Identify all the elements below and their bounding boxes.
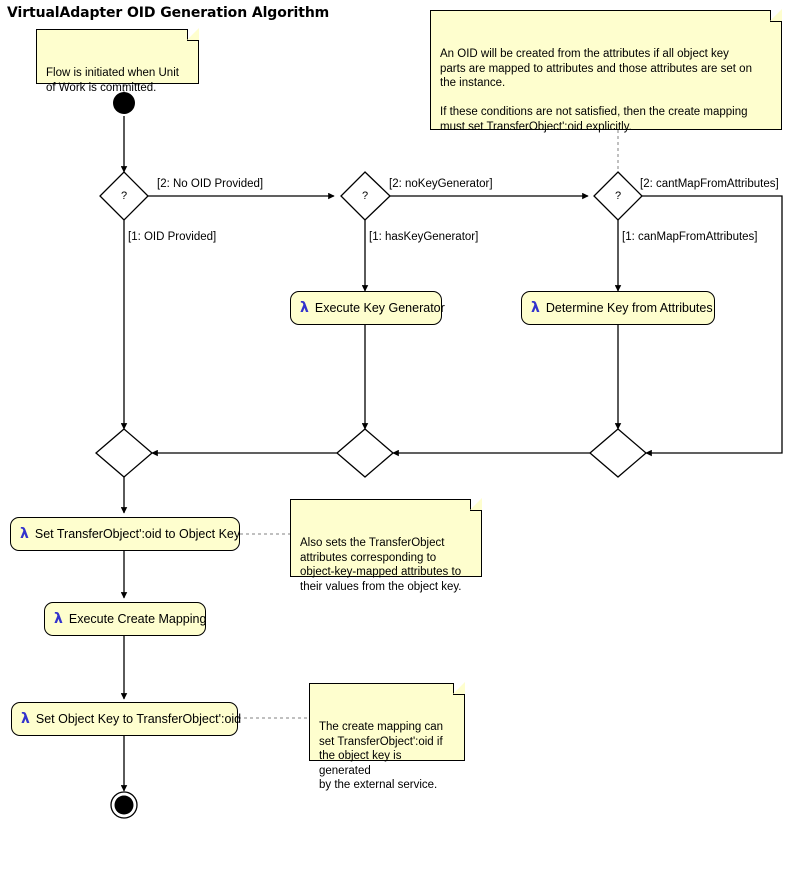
lambda-icon: λ	[20, 526, 29, 542]
edge-label-d2-true: [1: hasKeyGenerator]	[369, 231, 479, 243]
decision-d3	[593, 171, 643, 221]
decision-d1-label: ?	[121, 190, 128, 202]
lambda-icon: λ	[54, 611, 63, 627]
note-fold-icon	[770, 9, 782, 22]
activity-set-transferobject-oid-to-object-key[interactable]: λ Set TransferObject':oid to Object Key	[10, 517, 240, 551]
merge-m3	[589, 428, 647, 478]
lambda-icon: λ	[531, 300, 540, 316]
note-start-flow: Flow is initiated when Unit of Work is c…	[36, 28, 199, 94]
edge-label-d1-false: [2: No OID Provided]	[157, 178, 264, 190]
activity-execute-create-mapping[interactable]: λ Execute Create Mapping	[44, 602, 206, 636]
note-fold-icon	[470, 498, 482, 511]
note-create-mapping-can-set-oid: The create mapping can set TransferObjec…	[309, 682, 465, 791]
note-text: Also sets the TransferObject attributes …	[300, 537, 462, 593]
lambda-icon: λ	[300, 300, 309, 316]
end-node	[110, 791, 138, 819]
note-text: The create mapping can set TransferObjec…	[319, 721, 444, 791]
activity-execute-key-generator[interactable]: λ Execute Key Generator	[290, 291, 445, 325]
decision-d1	[99, 171, 149, 221]
activity-label: Determine Key from Attributes	[545, 300, 713, 315]
page-title: VirtualAdapter OID Generation Algorithm	[7, 5, 330, 21]
edge-label-d3-false: [2: cantMapFromAttributes]	[640, 178, 779, 190]
activity-determine-key-from-attributes[interactable]: λ Determine Key from Attributes	[521, 291, 715, 325]
activity-label: Set Object Key to TransferObject':oid	[35, 711, 242, 726]
start-node	[113, 92, 135, 114]
merge-m2	[336, 428, 394, 478]
edge-label-d2-false: [2: noKeyGenerator]	[389, 178, 493, 190]
note-text: An OID will be created from the attribut…	[440, 48, 752, 133]
edge-label-d1-true: [1: OID Provided]	[128, 231, 217, 243]
edge-label-d3-true: [1: canMapFromAttributes]	[622, 231, 758, 243]
edge-d3-right-to-m3	[642, 195, 783, 457]
note-fold-icon	[453, 682, 465, 695]
decision-d2-label: ?	[362, 190, 369, 202]
activity-label: Set TransferObject':oid to Object Key	[34, 526, 241, 541]
note-oid-creation-conditions: An OID will be created from the attribut…	[430, 9, 782, 133]
lambda-icon: λ	[21, 711, 30, 727]
merge-m1	[95, 428, 153, 478]
note-fold-icon	[187, 28, 199, 41]
decision-d2	[340, 171, 391, 221]
note-text: Flow is initiated when Unit of Work is c…	[46, 67, 179, 94]
decision-d3-label: ?	[615, 190, 622, 202]
activity-set-object-key-to-transferobject-oid[interactable]: λ Set Object Key to TransferObject':oid	[11, 702, 242, 736]
activity-label: Execute Key Generator	[314, 300, 445, 315]
note-also-sets-attributes: Also sets the TransferObject attributes …	[290, 498, 482, 593]
activity-label: Execute Create Mapping	[68, 611, 207, 626]
